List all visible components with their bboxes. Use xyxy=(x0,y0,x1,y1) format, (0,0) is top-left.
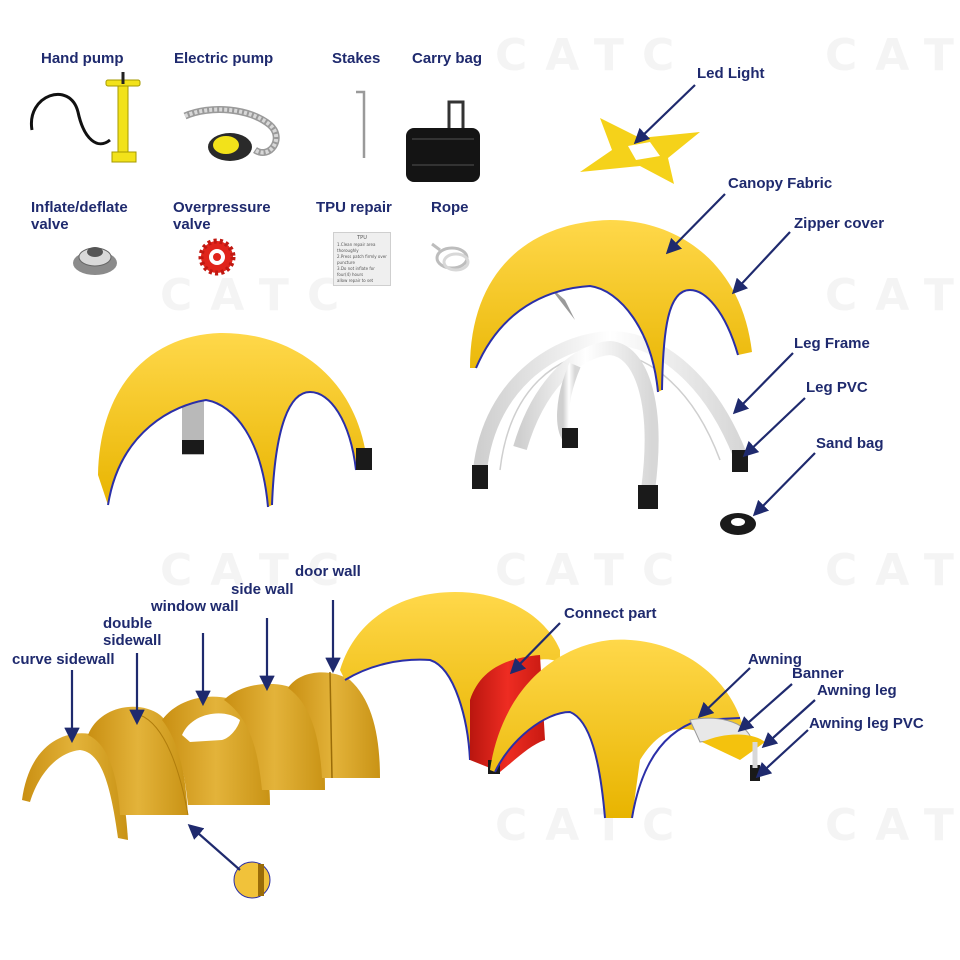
tent-dome-exploded xyxy=(470,220,752,509)
arrow-awning-leg xyxy=(761,699,816,749)
leader-arrows xyxy=(64,84,816,871)
tpu-card-title: TPU xyxy=(357,235,367,241)
tpu-repair-card: TPU 1.Clean repair area thoroughly 2.Pre… xyxy=(333,232,391,286)
side-wall-shape xyxy=(224,683,325,790)
label-curve-sidewall: curve sidewall xyxy=(12,651,115,668)
valve-icon xyxy=(73,247,117,275)
watermark-6: CATC xyxy=(495,545,693,596)
label-awning: Awning xyxy=(748,651,802,668)
arrow-connect-part xyxy=(509,622,561,675)
label-connect-part: Connect part xyxy=(564,605,657,622)
tpu-card-line: allow repair to set xyxy=(337,278,374,283)
wall-detail-magnifier xyxy=(233,861,271,899)
watermark-1: CATC xyxy=(495,30,693,81)
label-double-sidewall: double sidewall xyxy=(103,615,162,649)
arrow-zipper-cover xyxy=(731,231,791,295)
tpu-card-line: 2.Press patch firmly over puncture xyxy=(337,254,387,265)
stake-icon xyxy=(356,90,366,158)
window-wall-shape xyxy=(162,696,270,805)
label-carry-bag: Carry bag xyxy=(412,50,483,67)
arrow-canopy-fabric xyxy=(665,193,726,255)
carry-bag-icon xyxy=(406,100,480,182)
door-wall-shape xyxy=(288,671,380,779)
label-side-wall: side wall xyxy=(231,581,294,598)
label-awning-leg: Awning leg xyxy=(817,682,897,699)
connected-tents xyxy=(340,592,765,819)
label-awning-leg-pvc: Awning leg PVC xyxy=(809,715,924,732)
label-zipper-cover: Zipper cover xyxy=(794,215,885,232)
arrow-wall-detail xyxy=(187,823,241,871)
watermark-9: CATC xyxy=(825,800,960,851)
curve-sidewall-shape xyxy=(22,733,128,840)
label-window-wall: window wall xyxy=(151,598,239,615)
label-sand-bag: Sand bag xyxy=(816,435,884,452)
tpu-card-line: 1.Clean repair area thoroughly xyxy=(337,242,376,253)
tent-dome-assembled xyxy=(98,332,372,508)
hand-pump-icon xyxy=(30,72,141,163)
electric-pump-icon xyxy=(183,106,280,161)
label-overpressure: Overpressure valve xyxy=(173,199,271,233)
arrow-banner xyxy=(737,683,793,733)
watermark-3: CATC xyxy=(160,270,358,321)
led-light-icon xyxy=(580,118,700,184)
double-sidewall-shape xyxy=(88,706,189,816)
label-banner: Banner xyxy=(792,665,844,682)
watermark-7: CATC xyxy=(825,545,960,596)
label-valve: Inflate/deflate valve xyxy=(31,199,128,233)
label-rope: Rope xyxy=(431,199,469,216)
label-stakes: Stakes xyxy=(332,50,381,67)
label-led-light: Led Light xyxy=(697,65,765,82)
sand-bag-icon xyxy=(720,513,756,535)
overpressure-valve-icon xyxy=(198,238,236,276)
arrow-awning-leg-pvc xyxy=(755,729,809,779)
label-hand-pump: Hand pump xyxy=(41,50,124,67)
watermark-2: CATC xyxy=(825,30,960,81)
watermark-5: CATC xyxy=(160,545,358,596)
label-door-wall: door wall xyxy=(295,563,361,580)
label-leg-pvc: Leg PVC xyxy=(806,379,868,396)
watermark-4: CATC xyxy=(825,270,960,321)
arrow-awning xyxy=(697,667,751,719)
tpu-card-line: 3.Do not inflate for four(4) hours xyxy=(337,266,375,277)
rope-icon xyxy=(431,242,470,272)
label-electric-pump: Electric pump xyxy=(174,50,274,67)
arrow-sand-bag xyxy=(752,452,816,517)
label-canopy-fabric: Canopy Fabric xyxy=(728,175,833,192)
arrow-leg-frame xyxy=(732,352,794,415)
label-tpu-repair: TPU repair xyxy=(316,199,392,216)
arrow-led-light xyxy=(633,84,696,145)
arrow-leg-pvc xyxy=(742,397,806,458)
label-leg-frame: Leg Frame xyxy=(794,335,870,352)
watermark-8: CATC xyxy=(495,800,693,851)
